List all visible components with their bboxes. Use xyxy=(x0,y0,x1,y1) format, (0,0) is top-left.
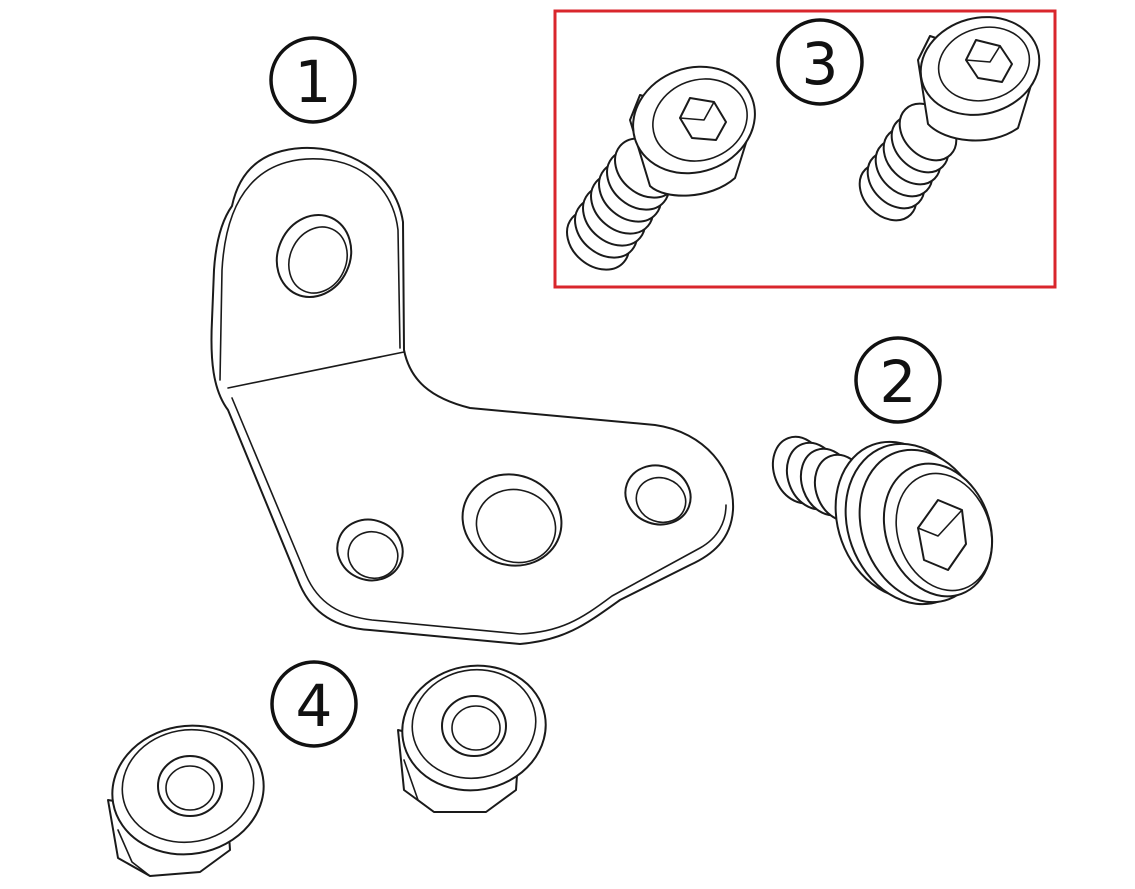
flanged-socket-bolt-part xyxy=(771,435,994,606)
flange-nut-left xyxy=(107,724,265,877)
bracket-hole-center xyxy=(461,473,563,567)
bracket-thickness-line xyxy=(219,158,401,381)
bracket-bend-line xyxy=(227,351,405,389)
highlight-box-part-3 xyxy=(553,9,1057,289)
callout-2-label: 2 xyxy=(880,348,917,416)
callout-3: 3 xyxy=(776,18,864,106)
callout-4-label: 4 xyxy=(296,672,333,740)
nut-4-right-hex-edges xyxy=(403,759,435,813)
callout-1-label: 1 xyxy=(295,48,332,116)
bracket-hole-left-inner xyxy=(347,530,399,580)
nut-4-left-flange-inner xyxy=(121,728,255,844)
nut-4-left-hex-edges xyxy=(117,829,151,877)
callout-2: 2 xyxy=(854,336,942,424)
bracket-upper-hole-inner xyxy=(288,226,348,294)
bracket-hole-right xyxy=(624,464,692,526)
screw-3-left-hex-depth xyxy=(679,101,715,121)
nut-4-right-flange-inner xyxy=(411,668,537,780)
bracket-upper-hole xyxy=(275,214,353,298)
bolt-2-hex-socket-depth xyxy=(917,509,963,537)
flange-nut-right xyxy=(397,664,547,813)
socket-cap-screw-left xyxy=(566,65,756,271)
callout-4: 4 xyxy=(270,660,358,748)
bracket-part xyxy=(210,146,735,645)
nut-4-left-bore xyxy=(157,755,223,817)
bracket-hole-right-inner xyxy=(635,476,687,524)
socket-cap-screw-right xyxy=(858,16,1041,222)
screw-3-left-head-face xyxy=(652,78,748,162)
bracket-outline xyxy=(210,146,735,645)
bracket-lower-edge xyxy=(231,397,727,635)
bracket-hole-center-inner xyxy=(475,488,557,564)
screw-3-right-hex-depth xyxy=(965,45,1001,63)
callout-1: 1 xyxy=(269,36,357,124)
callout-3-label: 3 xyxy=(802,30,839,98)
nut-4-right-bore-inner xyxy=(451,705,501,751)
bolt-2-head-face xyxy=(895,472,993,592)
nut-4-left-bore-inner xyxy=(165,765,215,811)
screw-3-right-head-face xyxy=(937,26,1031,102)
bracket-hole-left xyxy=(336,518,404,582)
